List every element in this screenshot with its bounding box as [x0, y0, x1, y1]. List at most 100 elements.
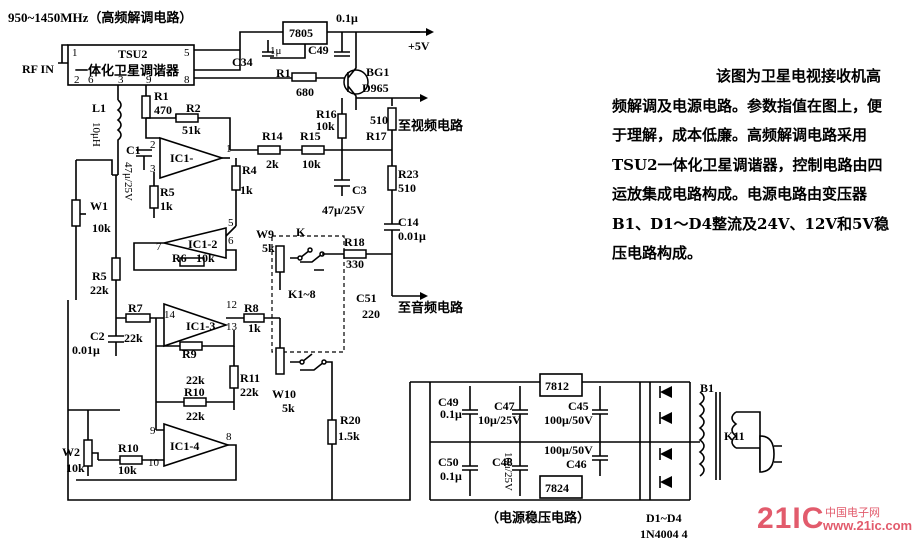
w10-value: 5k: [282, 401, 295, 415]
c46-cap: [592, 442, 608, 476]
c3-value: 47μ/25V: [322, 203, 365, 217]
regulator-7824: [539, 475, 583, 499]
right-column-wire: [384, 130, 400, 296]
r11-label: R11: [240, 371, 260, 385]
bg1-label: BG1: [366, 65, 389, 79]
r10b-label: R10: [118, 441, 139, 455]
c14-value: 0.01μ: [398, 229, 426, 243]
k11-label: K11: [724, 429, 745, 443]
regulator-7805-label: 7805: [289, 26, 313, 40]
ic1-4-pin-10: 10: [148, 457, 160, 469]
watermark-url: www.21ic.com: [823, 518, 912, 533]
c46-value: 100μ/50V: [544, 443, 593, 457]
c2-cap: [108, 318, 124, 356]
c34-label: C34: [232, 55, 253, 69]
r11-value: 22k: [240, 385, 259, 399]
bridge-rails: [649, 382, 691, 500]
c48-label: C48: [492, 455, 513, 469]
c45-cap: [592, 386, 608, 442]
c46-label: C46: [566, 457, 587, 471]
ic1-3-pin-13: 13: [226, 321, 238, 333]
r20-value: 1.5k: [338, 429, 360, 443]
k-contact-1: [297, 255, 303, 261]
rf-in-label: RF IN: [22, 62, 54, 76]
c49-cap-wires: [270, 32, 350, 59]
ic1-2-pin-5: 5: [228, 217, 234, 229]
c50-value: 0.1μ: [440, 469, 462, 483]
c51-value: 220: [362, 307, 380, 321]
r15-value: 10k: [302, 157, 321, 171]
r5-resistor: [149, 185, 159, 209]
r6-value: 10k: [196, 251, 215, 265]
r17-value: 510: [370, 113, 388, 127]
c49-top-value: 0.1μ: [336, 11, 358, 25]
w9-value: 5k: [262, 241, 275, 255]
diode-d1: [659, 386, 672, 398]
r1-value: 680: [296, 85, 314, 99]
r14-resistor: [257, 145, 281, 155]
ic1-1-label: IC1-: [170, 151, 193, 165]
c50-label: C50: [438, 455, 459, 469]
tuner-pin-1: 1: [72, 47, 78, 59]
r23-value: 510: [398, 181, 416, 195]
diodes-label: D1~D4: [646, 511, 682, 525]
w9-label: W9: [256, 227, 274, 241]
r4-resistor: [231, 165, 241, 191]
r1b-label: R1: [154, 89, 169, 103]
opamp-ic1-1: [159, 136, 225, 180]
r15-label: R15: [300, 129, 321, 143]
r15-resistor: [301, 145, 325, 155]
r9-value: 22k: [186, 373, 205, 387]
tuner-pin-5: 5: [184, 47, 190, 59]
c14-label: C14: [398, 215, 419, 229]
c49-top-label: C49: [308, 43, 329, 57]
r14-value: 2k: [266, 157, 279, 171]
watermark-logo: 21IC 中国电子网 www.21ic.com: [757, 502, 912, 536]
power-caption: （电源稳压电路）: [486, 510, 590, 525]
r10-value: 22k: [186, 409, 205, 423]
c47-cap: [512, 386, 528, 442]
r2-feedback-wire: [198, 117, 231, 150]
r16-value: 10k: [316, 119, 335, 133]
c2-label: C2: [90, 329, 105, 343]
v5-arrow-head: [426, 28, 434, 36]
transformer-b1-label: B1: [700, 381, 714, 395]
ic1-4-pin-8: 8: [226, 431, 232, 443]
c2-value: 0.01μ: [72, 343, 100, 357]
ic1-2-pin-6: 6: [228, 235, 234, 247]
r1b-resistor: [141, 95, 151, 119]
w2-label: W2: [62, 445, 80, 459]
c1-cap: [136, 149, 152, 170]
c50-cap: [462, 442, 478, 496]
w2-wires: [68, 409, 120, 476]
c45-value: 100μ/50V: [544, 413, 593, 427]
w10-label: W10: [272, 387, 296, 401]
mains-plug: [759, 435, 775, 473]
w10-contact-1: [299, 359, 305, 365]
r18-label: R18: [344, 235, 365, 249]
c3-cap: [334, 150, 350, 196]
r7-value: 22k: [124, 331, 143, 345]
ic1-2-label: IC1-2: [188, 237, 217, 251]
c48-value: 10μ/25V: [502, 452, 514, 491]
tuner-name: TSU2: [118, 47, 147, 61]
opamp-ic1-4: [163, 422, 231, 468]
video-arrow-head: [420, 94, 428, 102]
ic1-1-pin-3: 3: [150, 163, 156, 175]
c34-value: 1μ: [270, 45, 282, 57]
c49-psu-cap: [462, 386, 478, 442]
r11-resistor: [229, 365, 239, 389]
r18-value: 330: [346, 257, 364, 271]
k-contact-2: [307, 247, 313, 253]
ic1-3-label: IC1-3: [186, 319, 215, 333]
r5b-resistor: [111, 257, 121, 281]
r7-label: R7: [128, 301, 143, 315]
r20-label: R20: [340, 413, 361, 427]
r23-label: R23: [398, 167, 419, 181]
r16-resistor: [337, 113, 347, 139]
r8-value: 1k: [248, 321, 261, 335]
transformer-core: [715, 392, 721, 480]
r14-label: R14: [262, 129, 283, 143]
r10-label: R10: [184, 385, 205, 399]
